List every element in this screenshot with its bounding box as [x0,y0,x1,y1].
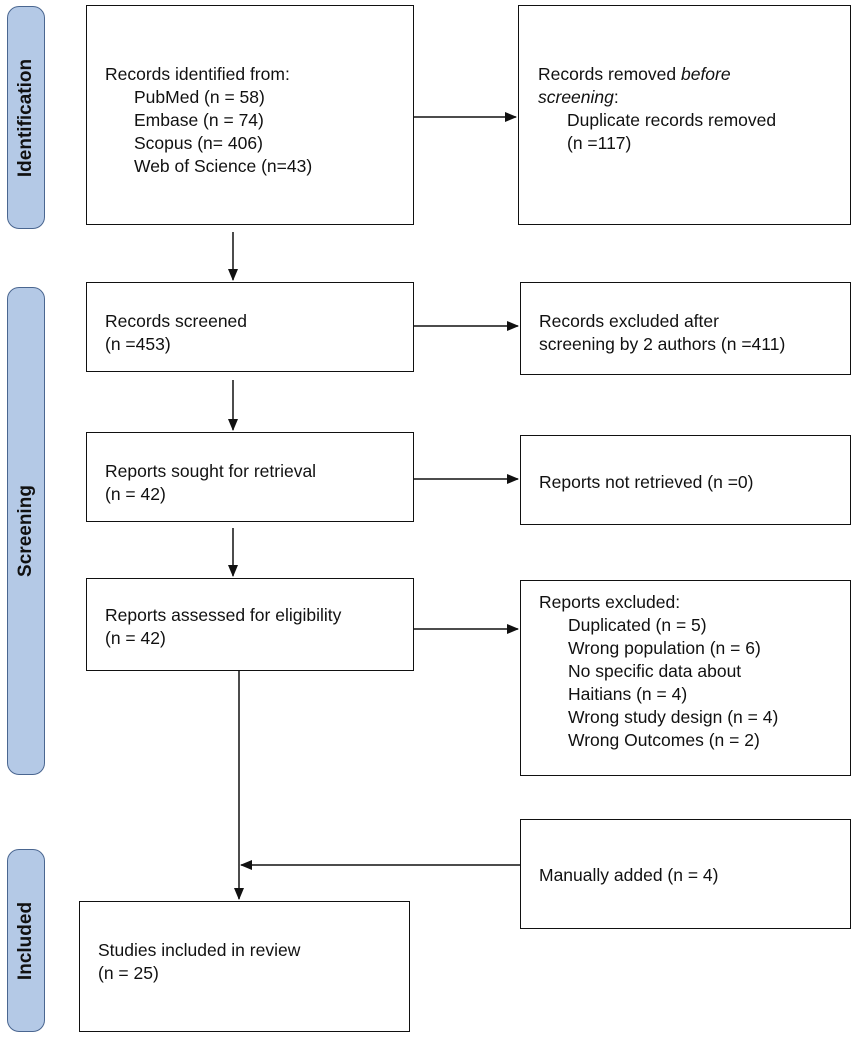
duplicate-records-removed: Duplicate records removed [567,110,777,130]
phase-screening: Screening [7,287,45,775]
source-pubmed: PubMed (n = 58) [134,87,265,107]
records-excluded-line2: screening by 2 authors (n =411) [539,334,786,354]
excluded-haitians: Haitians (n = 4) [568,684,688,704]
reports-excluded-box: Reports excluded: Duplicated (n = 5) Wro… [520,580,851,776]
reports-excluded-heading: Reports excluded: [539,592,681,612]
records-excluded-line1: Records excluded after [539,311,719,331]
manually-added-label: Manually added (n = 4) [539,865,719,885]
excluded-wrong-study-design: Wrong study design (n = 4) [568,707,779,727]
excluded-no-specific-data: No specific data about [568,661,742,681]
records-screened-count: (n =453) [105,334,171,354]
records-screened-box: Records screened (n =453) [86,282,414,372]
records-removed-before: before [680,64,731,84]
excluded-duplicated: Duplicated (n = 5) [568,615,707,635]
records-removed-colon: : [613,87,619,107]
studies-included-box: Studies included in review (n = 25) [79,901,410,1032]
records-removed-line2: screening: [538,86,850,109]
records-identified-box: Records identified from: PubMed (n = 58)… [86,5,414,225]
reports-not-retrieved-box: Reports not retrieved (n =0) [520,435,851,525]
excluded-wrong-population: Wrong population (n = 6) [568,638,761,658]
records-removed-text: Records removed [538,64,681,84]
reports-sought-count: (n = 42) [105,484,166,504]
reports-sought-label: Reports sought for retrieval [105,461,317,481]
records-removed-count: (n =117) [567,133,632,153]
reports-assessed-label: Reports assessed for eligibility [105,605,342,625]
records-removed-line1: Records removed before [538,63,850,86]
reports-assessed-box: Reports assessed for eligibility (n = 42… [86,578,414,671]
records-identified-heading: Records identified from: [105,64,290,84]
records-screened-label: Records screened [105,311,248,331]
source-embase: Embase (n = 74) [134,110,264,130]
reports-assessed-count: (n = 42) [105,628,166,648]
studies-included-count: (n = 25) [98,963,159,983]
source-web-of-science: Web of Science (n=43) [134,156,313,176]
records-removed-box: Records removed before screening: Duplic… [518,5,851,225]
reports-not-retrieved-label: Reports not retrieved (n =0) [539,472,754,492]
records-removed-screening: screening [538,87,614,107]
records-excluded-box: Records excluded after screening by 2 au… [520,282,851,375]
excluded-wrong-outcomes: Wrong Outcomes (n = 2) [568,730,760,750]
studies-included-label: Studies included in review [98,940,301,960]
phase-identification: Identification [7,6,45,229]
manually-added-box: Manually added (n = 4) [520,819,851,929]
source-scopus: Scopus (n= 406) [134,133,263,153]
reports-sought-box: Reports sought for retrieval (n = 42) [86,432,414,522]
phase-included: Included [7,849,45,1032]
